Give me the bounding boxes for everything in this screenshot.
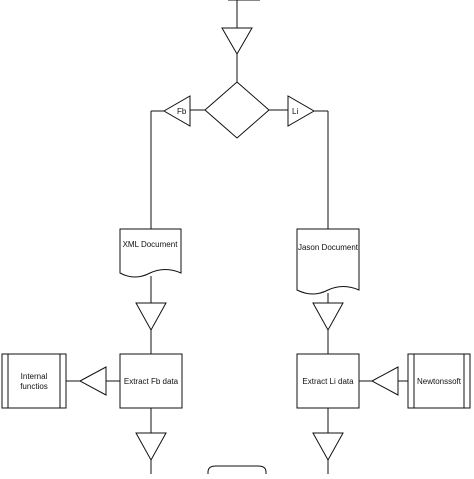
xml-document-shape[interactable]	[119, 228, 182, 278]
xml-document-label: XML Document	[123, 240, 179, 249]
internal-functions-label-line1: Internal	[21, 372, 48, 381]
jason-document-label: Jason Document	[298, 243, 359, 252]
fb-connector-triangle	[162, 95, 191, 127]
internal-functions-box[interactable]	[1, 353, 67, 409]
newtonsoft-label: Newtonssoft	[417, 377, 462, 386]
jason-document-shape[interactable]	[296, 228, 360, 295]
decision-diamond[interactable]	[204, 81, 270, 139]
internal-functions-label-line2: functios	[20, 382, 48, 391]
fb-connector-label: Fb	[177, 107, 187, 116]
extract-fb-label: Extract Fb data	[124, 377, 179, 386]
newtonsoft-merge-triangle	[370, 366, 399, 396]
merge-triangle-li-bottom	[312, 432, 344, 462]
newtonsoft-box[interactable]	[407, 353, 471, 409]
li-connector-triangle	[287, 95, 316, 127]
merge-triangle-li	[312, 302, 344, 332]
merge-triangle-fb-bottom	[135, 432, 167, 462]
bottom-terminator-partial	[207, 465, 267, 474]
merge-triangle-fb	[135, 302, 167, 332]
extract-li-label: Extract Li data	[302, 377, 354, 386]
merge-triangle-top	[221, 27, 253, 56]
li-connector-label: Li	[292, 107, 298, 116]
internal-merge-triangle	[78, 366, 107, 396]
